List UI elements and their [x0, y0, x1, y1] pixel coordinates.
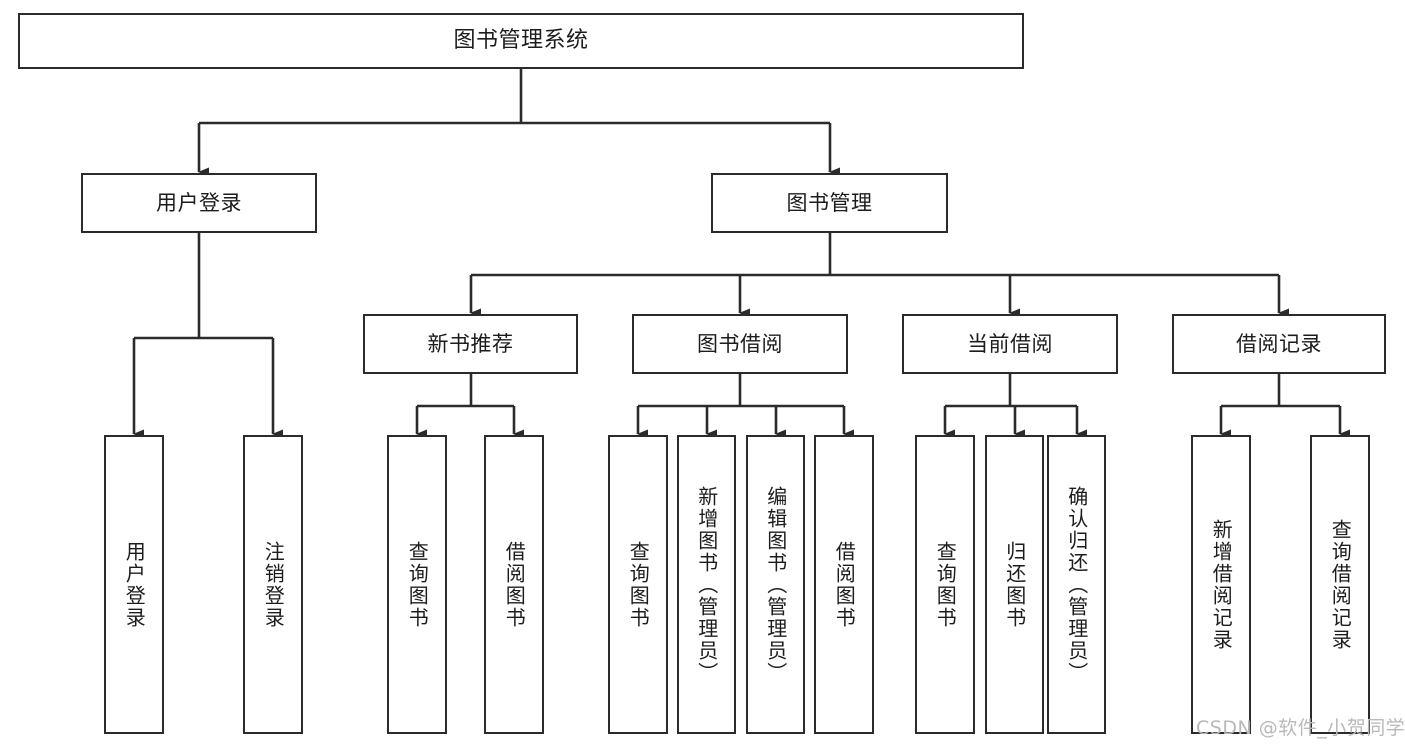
node-leaf-bo-borrow[interactable]: 借阅图书	[814, 435, 874, 734]
node-leaf-cu-confirm[interactable]: 确认归还（管理员）	[1047, 435, 1106, 734]
node-root[interactable]: 图书管理系统	[18, 13, 1024, 69]
node-label: 查询图书	[933, 540, 958, 629]
node-label: 用户登录	[122, 540, 147, 629]
node-newbook[interactable]: 新书推荐	[363, 314, 578, 374]
node-label: 注销登录	[261, 540, 286, 629]
node-leaf-re-query[interactable]: 查询借阅记录	[1310, 435, 1370, 734]
node-leaf-cu-query[interactable]: 查询图书	[915, 435, 975, 734]
node-label: 图书管理系统	[453, 28, 589, 54]
node-leaf-bo-query[interactable]: 查询图书	[608, 435, 668, 734]
node-current[interactable]: 当前借阅	[902, 314, 1118, 374]
node-label: 当前借阅	[967, 331, 1053, 356]
node-label: 借阅图书	[832, 540, 857, 629]
node-bookmgmt[interactable]: 图书管理	[711, 173, 948, 233]
node-records[interactable]: 借阅记录	[1172, 314, 1386, 374]
node-label: 借阅图书	[502, 540, 527, 629]
node-label: 用户登录	[156, 190, 242, 215]
node-label: 新增借阅记录	[1209, 518, 1234, 651]
node-label: 图书管理	[786, 190, 873, 215]
csdn-watermark: CSDN @软件_小贺同学	[1196, 717, 1405, 739]
node-login[interactable]: 用户登录	[81, 173, 317, 233]
node-label: 借阅记录	[1236, 331, 1322, 356]
node-label: 新增图书（管理员）	[694, 485, 719, 684]
node-label: 确认归还（管理员）	[1064, 485, 1089, 684]
node-label: 新书推荐	[427, 331, 514, 356]
node-leaf-user-login[interactable]: 用户登录	[104, 435, 164, 734]
node-borrow[interactable]: 图书借阅	[632, 314, 848, 374]
node-leaf-bo-edit[interactable]: 编辑图书（管理员）	[746, 435, 805, 734]
node-leaf-bo-add[interactable]: 新增图书（管理员）	[677, 435, 736, 734]
node-leaf-cu-return[interactable]: 归还图书	[985, 435, 1044, 734]
node-leaf-re-add[interactable]: 新增借阅记录	[1191, 435, 1251, 734]
node-label: 查询图书	[405, 540, 430, 629]
node-leaf-user-logout[interactable]: 注销登录	[243, 435, 303, 734]
node-label: 图书借阅	[697, 331, 783, 356]
node-leaf-nb-query[interactable]: 查询图书	[387, 435, 447, 734]
node-label: 查询图书	[626, 540, 651, 629]
node-leaf-nb-borrow[interactable]: 借阅图书	[484, 435, 544, 734]
node-label: 归还图书	[1002, 540, 1027, 629]
node-label: 编辑图书（管理员）	[763, 485, 788, 684]
node-label: 查询借阅记录	[1328, 518, 1353, 651]
